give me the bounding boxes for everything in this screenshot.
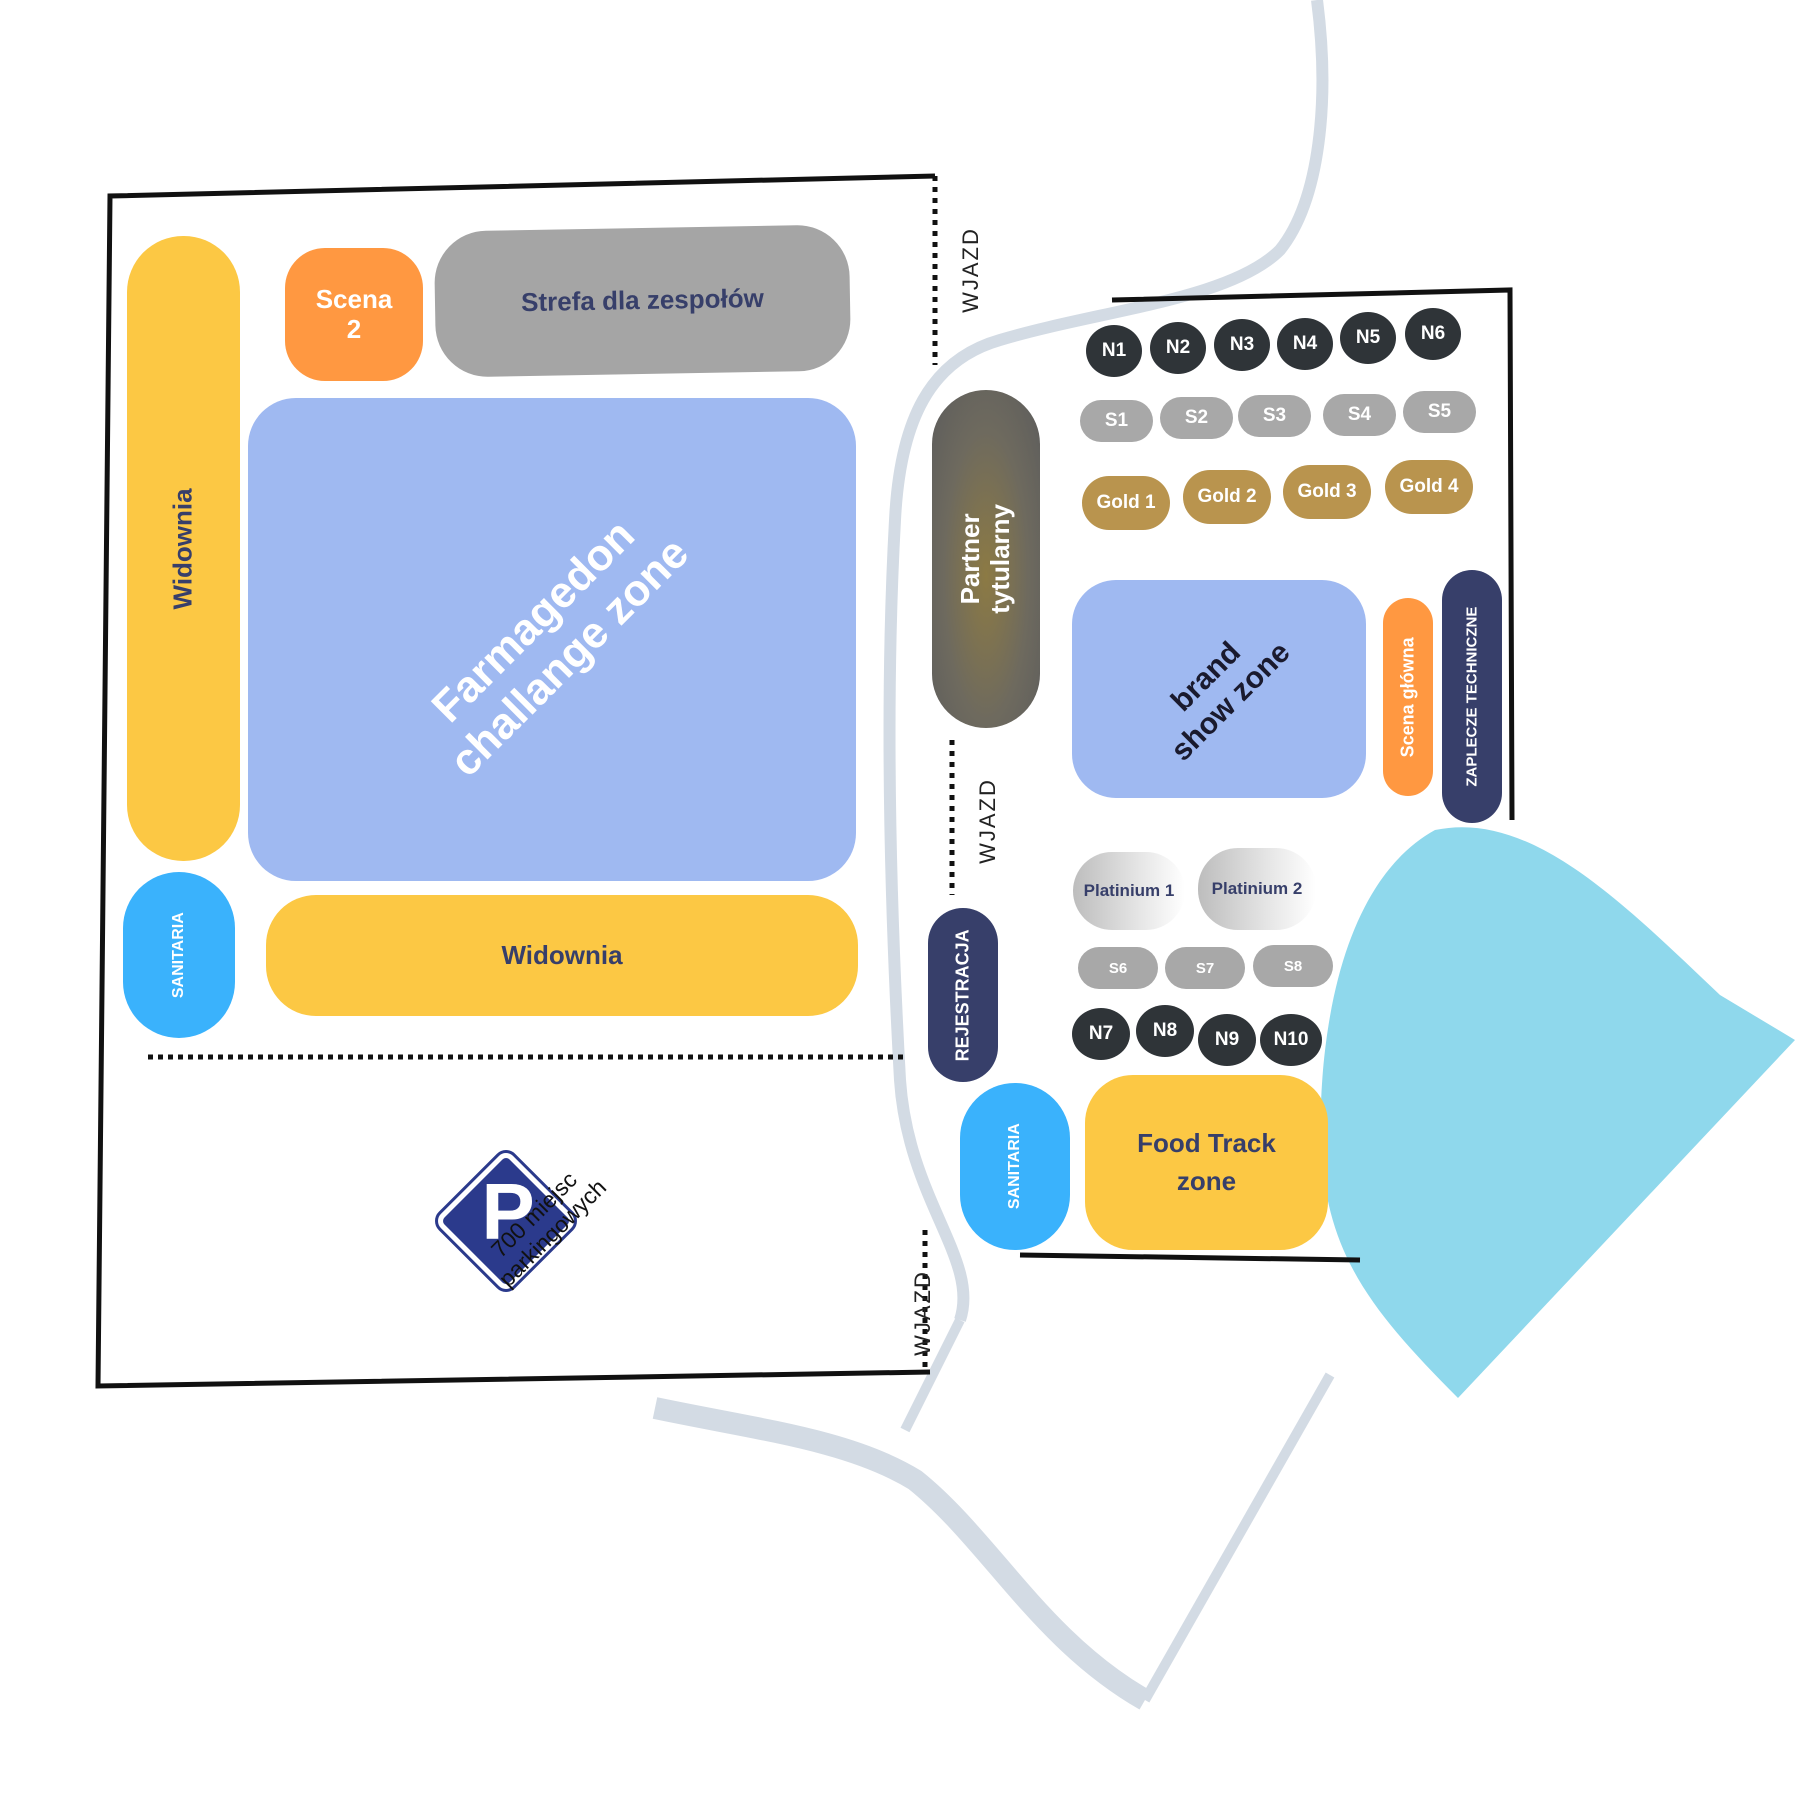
lake xyxy=(1320,827,1795,1398)
entrance-label-middle: WJAZD xyxy=(974,778,1000,864)
stand-n: N6 xyxy=(1405,308,1461,360)
scena-glowna: Scena główna xyxy=(1383,598,1433,796)
stand-s: S6 xyxy=(1078,947,1158,989)
challenge-zone-text: Farmagedon challange zone xyxy=(405,492,700,787)
stand-s-label: S3 xyxy=(1262,405,1287,426)
right-venue-outline-bottom xyxy=(1019,1252,1361,1263)
stand-gold: Gold 1 xyxy=(1082,476,1170,530)
road-north xyxy=(883,0,1329,1322)
food-line1: Food Track xyxy=(1137,1127,1276,1158)
stand-s: S2 xyxy=(1160,397,1233,439)
parking-icon: P xyxy=(481,1167,535,1256)
widownia-horizontal-label: Widownia xyxy=(501,939,623,970)
strefa-dla-zespolow-label: Strefa dla zespołów xyxy=(520,282,765,318)
stand-gold: Gold 4 xyxy=(1385,460,1473,514)
stand-n: N3 xyxy=(1214,319,1270,371)
sanitaria-right: SANITARIA xyxy=(960,1083,1070,1250)
road-south xyxy=(652,1397,1151,1710)
platinium-stand: Platinium 1 xyxy=(1073,852,1185,930)
entrance-label-bottom: WJAZD xyxy=(909,1270,935,1356)
stand-n-label: N3 xyxy=(1229,334,1255,355)
partner-line1: Partner xyxy=(955,513,986,605)
stand-s-label: S7 xyxy=(1195,959,1215,977)
sanitaria-right-label: SANITARIA xyxy=(1005,1123,1023,1210)
stand-gold: Gold 3 xyxy=(1283,465,1371,519)
farmagedon-challenge-zone: Farmagedon challange zone xyxy=(248,398,856,881)
stand-gold: Gold 2 xyxy=(1183,470,1271,524)
entrance-label-top: WJAZD xyxy=(957,227,983,313)
right-venue-outline xyxy=(1111,287,1515,821)
stand-n: N4 xyxy=(1277,318,1333,370)
stand-s: S8 xyxy=(1253,945,1333,987)
stand-n-label: N4 xyxy=(1292,333,1318,354)
partner-line2: tytularny xyxy=(985,504,1015,614)
stand-s: S1 xyxy=(1080,400,1153,442)
stand-gold-label: Gold 2 xyxy=(1197,486,1257,507)
road-branch-left xyxy=(900,1317,965,1433)
platinium-label: Platinium 1 xyxy=(1083,881,1175,900)
stand-n-label: N8 xyxy=(1152,1020,1178,1041)
stand-s: S3 xyxy=(1238,395,1311,437)
zaplecze-techniczne: ZAPLECZE TECHNICZNE xyxy=(1442,570,1502,823)
stand-s: S4 xyxy=(1323,394,1396,436)
platinium-stand: Platinium 2 xyxy=(1198,848,1316,930)
stand-n-label: N2 xyxy=(1165,337,1191,358)
widownia-horizontal: Widownia xyxy=(266,895,858,1016)
stand-n-label: N9 xyxy=(1214,1029,1240,1050)
scena-2: Scena 2 xyxy=(285,248,423,381)
stand-n: N1 xyxy=(1086,325,1142,377)
scena-2-label: Scena 2 xyxy=(315,283,393,344)
stand-gold-label: Gold 1 xyxy=(1096,492,1156,513)
stand-n-label: N6 xyxy=(1420,323,1446,344)
stand-n: N2 xyxy=(1150,322,1206,374)
sanitaria-left-label: SANITARIA xyxy=(169,912,187,998)
stand-n: N9 xyxy=(1198,1014,1256,1066)
stand-n: N7 xyxy=(1072,1008,1130,1060)
sanitaria-left: SANITARIA xyxy=(123,872,235,1038)
stand-gold-label: Gold 4 xyxy=(1399,476,1459,497)
stand-s-label: S2 xyxy=(1184,407,1209,428)
stand-s-label: S8 xyxy=(1283,957,1303,975)
stand-n-label: N10 xyxy=(1273,1029,1309,1050)
stand-n-label: N7 xyxy=(1088,1023,1114,1044)
stand-gold-label: Gold 3 xyxy=(1297,481,1357,502)
widownia-vertical-label: Widownia xyxy=(167,487,198,610)
stand-n: N5 xyxy=(1340,312,1396,364)
partner-tytularny: Partner tytularny xyxy=(932,390,1040,728)
brand-zone-text: brand show zone xyxy=(1140,610,1297,767)
stand-s: S7 xyxy=(1165,947,1245,989)
stand-s-label: S6 xyxy=(1108,959,1128,977)
scena-glowna-label: Scena główna xyxy=(1397,636,1418,758)
left-venue-outline xyxy=(95,173,936,1389)
stand-n-label: N5 xyxy=(1355,327,1381,348)
food-track-zone: Food Track zone xyxy=(1085,1075,1328,1250)
rejestracja-label: REJESTRACJA xyxy=(952,928,973,1062)
zaplecze-label: ZAPLECZE TECHNICZNE xyxy=(1463,606,1481,787)
partner-text: Partner tytularny xyxy=(955,504,1016,614)
widownia-vertical: Widownia xyxy=(127,236,240,861)
stand-n-label: N1 xyxy=(1101,340,1127,361)
rejestracja: REJESTRACJA xyxy=(928,908,998,1082)
strefa-dla-zespolow: Strefa dla zespołów xyxy=(433,224,852,378)
stand-s-label: S5 xyxy=(1427,401,1452,422)
stand-s: S5 xyxy=(1403,391,1476,433)
road-branch-right xyxy=(1140,1372,1335,1703)
stand-n: N10 xyxy=(1260,1014,1322,1066)
stand-s-label: S4 xyxy=(1347,404,1372,425)
brand-show-zone: brand show zone xyxy=(1072,580,1366,798)
stand-s-label: S1 xyxy=(1104,410,1129,431)
platinium-label: Platinium 2 xyxy=(1211,879,1303,898)
food-line2: zone xyxy=(1176,1165,1237,1196)
food-zone-text: Food Track zone xyxy=(1137,1127,1276,1197)
stand-n: N8 xyxy=(1136,1005,1194,1057)
